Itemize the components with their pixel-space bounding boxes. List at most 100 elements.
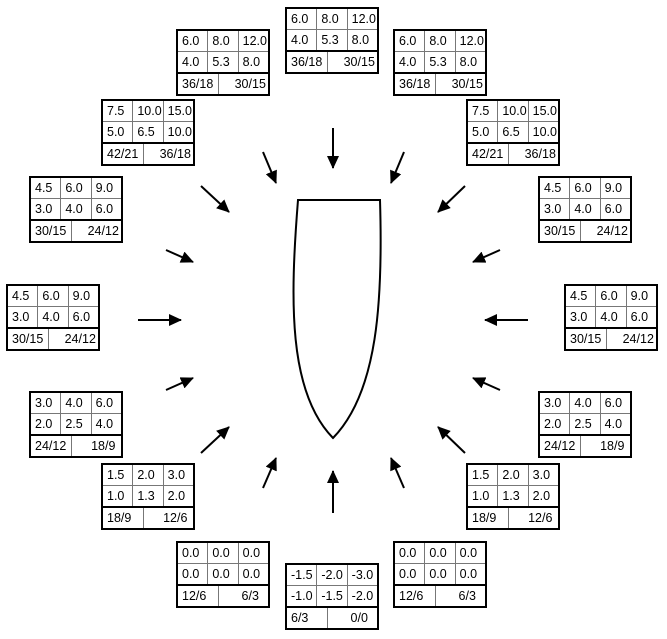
table-cell: 7.5 bbox=[468, 101, 499, 121]
table-cell: 4.5 bbox=[31, 178, 62, 198]
wind-arrow-upper-right-2 bbox=[437, 185, 466, 213]
wind-arrow-lower-left-2 bbox=[200, 426, 230, 454]
table-cell: 1.5 bbox=[468, 465, 499, 485]
table-cell: 30/15 bbox=[343, 55, 375, 69]
table-cell: 7.5 bbox=[103, 101, 134, 121]
table-cell: 6.0 bbox=[604, 202, 623, 216]
table-cell: 4.0 bbox=[61, 393, 92, 413]
table-cell: 42/21 bbox=[103, 144, 144, 164]
table-cell: 1.0 bbox=[103, 486, 134, 506]
table-cell: 36/18 bbox=[524, 147, 556, 161]
table-cell: 3.0 bbox=[566, 307, 597, 327]
table-row: 18/9 12/6 bbox=[103, 508, 193, 528]
wind-arrow-lower-right-1 bbox=[390, 457, 405, 489]
table-cell: 18/9 bbox=[91, 439, 116, 453]
table-cell: 0/0 bbox=[350, 611, 368, 625]
table-cell: 4.0 bbox=[596, 307, 627, 327]
wind-arrow-upper-right-1 bbox=[390, 151, 405, 184]
table-cell: 10.0 bbox=[133, 101, 164, 121]
table-cell: 1.3 bbox=[498, 486, 529, 506]
table-cell: 2.0 bbox=[498, 465, 529, 485]
table-cell: 4.0 bbox=[570, 393, 601, 413]
table-row: -1.5-2.0-3.0 bbox=[287, 565, 377, 586]
table-cell: 10.0 bbox=[167, 125, 192, 139]
table-cell: 6.0 bbox=[604, 396, 623, 410]
table-cell: 4.5 bbox=[8, 286, 39, 306]
table-cell: 5.3 bbox=[208, 52, 239, 72]
table-cell: 1.3 bbox=[133, 486, 164, 506]
table-cell: 5.0 bbox=[468, 122, 499, 142]
table-cell: 2.0 bbox=[31, 414, 62, 434]
table-cell: 6.0 bbox=[178, 31, 209, 51]
table-cell: -1.5 bbox=[287, 565, 318, 585]
table-cell: 24/12 bbox=[622, 332, 654, 346]
table-cell: 6.0 bbox=[287, 9, 318, 29]
table-cell: 1.0 bbox=[468, 486, 499, 506]
table-cell: 0.0 bbox=[208, 543, 239, 563]
table-cell: 2.0 bbox=[167, 489, 186, 503]
table-cell: 12.0 bbox=[242, 34, 267, 48]
table-cell: 12/6 bbox=[178, 586, 219, 606]
table-cell: 12/6 bbox=[395, 586, 436, 606]
table-cell: 0.0 bbox=[459, 567, 478, 581]
table-cell: 6/3 bbox=[241, 589, 259, 603]
table-cell: 4.5 bbox=[540, 178, 571, 198]
table-cell: 8.0 bbox=[317, 9, 348, 29]
wind-arrow-upper-left-3 bbox=[165, 249, 194, 263]
table-cell: 6.0 bbox=[395, 31, 426, 51]
table-cell: 18/9 bbox=[468, 508, 509, 528]
table-cell: 6.0 bbox=[38, 286, 69, 306]
table-cell: 0.0 bbox=[178, 564, 209, 584]
table-cell: 4.0 bbox=[570, 199, 601, 219]
table-cell: 0.0 bbox=[242, 546, 261, 560]
table-cell: -1.5 bbox=[317, 586, 348, 606]
wind-arrow-upper-left-2 bbox=[200, 185, 230, 213]
table-cell: 36/18 bbox=[395, 74, 436, 94]
table-cell: 12/6 bbox=[163, 511, 188, 525]
table-cell: 6.0 bbox=[95, 202, 114, 216]
table-cell: 2.0 bbox=[540, 414, 571, 434]
table-cell: 18/9 bbox=[103, 508, 144, 528]
table-row: 30/15 24/12 bbox=[566, 329, 656, 349]
table-cell: 6.5 bbox=[498, 122, 529, 142]
boat-hull-outline bbox=[292, 199, 382, 440]
table-cell: 30/15 bbox=[566, 329, 607, 349]
table-cell: 18/9 bbox=[600, 439, 625, 453]
table-cell: 10.0 bbox=[498, 101, 529, 121]
table-cell: -1.0 bbox=[287, 586, 318, 606]
table-cell: 30/15 bbox=[540, 221, 581, 241]
table-cell: 8.0 bbox=[459, 55, 478, 69]
